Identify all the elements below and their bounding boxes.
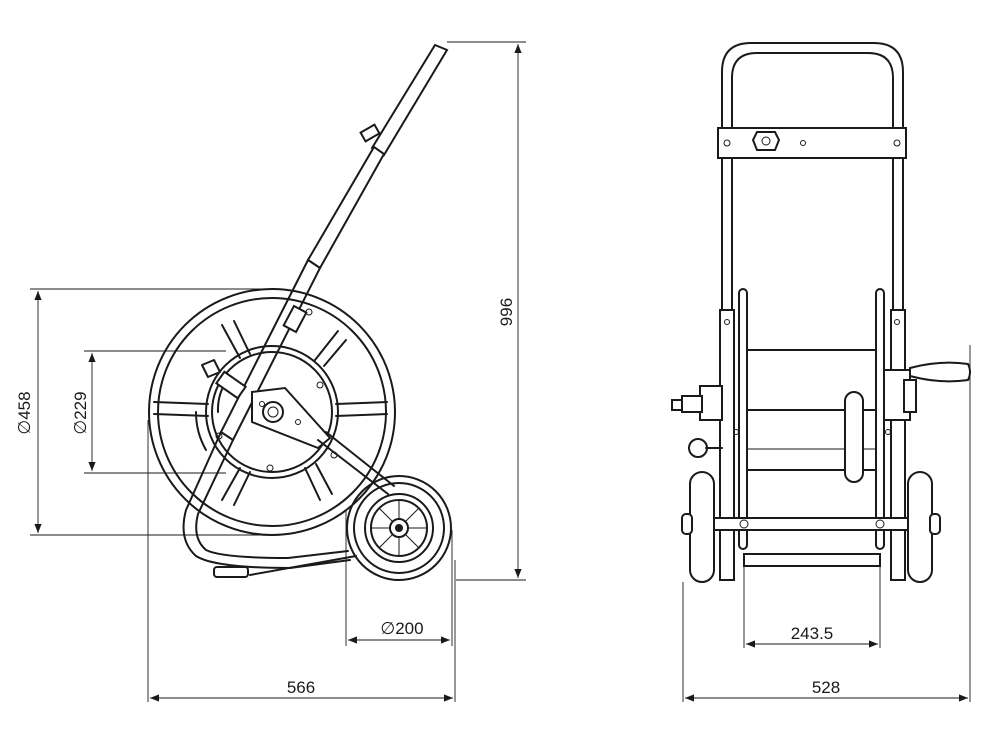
side-handle	[219, 43, 449, 442]
dim-label-566: 566	[287, 678, 315, 697]
dim-label-229: ∅229	[71, 391, 90, 434]
front-axle	[681, 471, 941, 583]
dim-value-229: 229	[71, 391, 90, 419]
dim-label-458: ∅458	[15, 391, 34, 434]
front-reel	[671, 288, 971, 581]
side-frame	[182, 431, 395, 578]
dim-label-528: 528	[812, 678, 840, 697]
side-view	[30, 41, 526, 702]
front-view	[671, 42, 971, 702]
side-reel	[148, 288, 396, 536]
side-wheel	[346, 475, 452, 581]
front-handle	[717, 42, 907, 331]
diameter-symbol: ∅	[15, 420, 34, 435]
diameter-symbol: ∅	[380, 619, 395, 638]
side-dimensions	[30, 41, 526, 702]
dim-label-996: 996	[497, 298, 516, 326]
dim-value-200: 200	[395, 619, 423, 638]
diameter-symbol: ∅	[71, 420, 90, 435]
front-dimensions	[682, 345, 971, 702]
dim-label-200: ∅200	[380, 619, 423, 638]
dim-value-458: 458	[15, 391, 34, 419]
dimension-labels: 996 ∅458 ∅229 ∅200 566 243.5 528	[15, 298, 840, 697]
side-crank-arm	[251, 386, 332, 450]
dim-label-243-5: 243.5	[791, 624, 834, 643]
